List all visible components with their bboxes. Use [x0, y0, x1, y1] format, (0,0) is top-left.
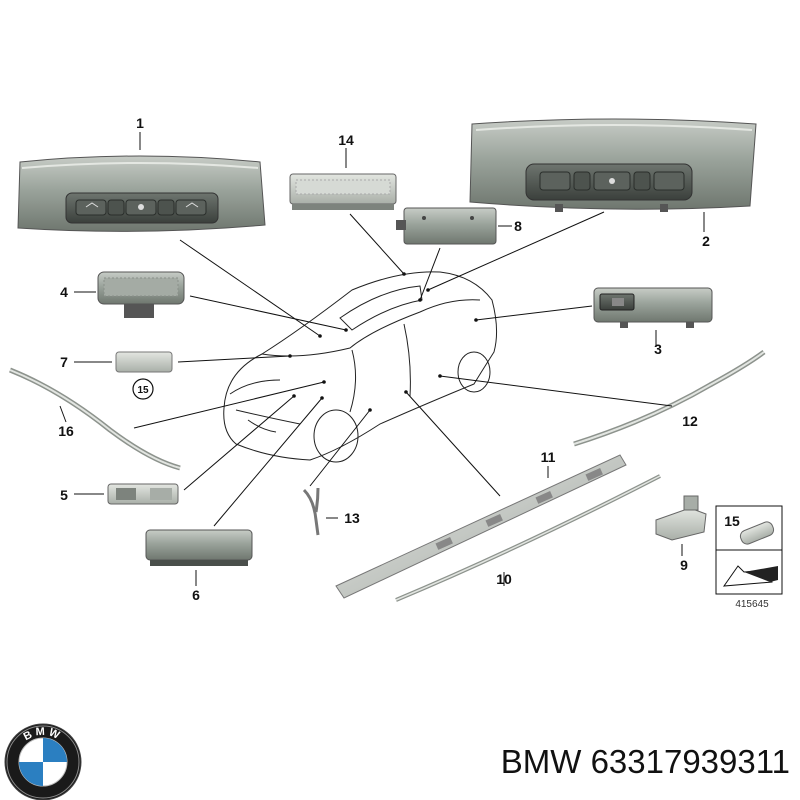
part-6-lamp [145, 529, 253, 566]
part-12-trim-strip [573, 349, 766, 447]
callout-13: 13 [344, 510, 360, 526]
leader-endpoints [288, 272, 478, 412]
part-16-trim-strip [9, 367, 181, 471]
part-5-connector [107, 483, 179, 505]
callout-10: 10 [496, 571, 512, 587]
callout-12: 12 [682, 413, 698, 429]
part-14-lamp-lens [289, 173, 397, 210]
car-outline [223, 271, 498, 463]
callout-4: 4 [60, 284, 68, 300]
part-9-connector [655, 495, 707, 541]
legend-box: 15 415645 [715, 505, 783, 610]
brand-part-number: BMW 63317939311 [410, 742, 790, 782]
callout-9: 9 [680, 557, 688, 573]
part-11-sill-strip [335, 454, 627, 599]
part-7-small-lamp [115, 351, 173, 400]
callout-16: 16 [58, 423, 74, 439]
bmw-logo: BMW [3, 722, 83, 800]
callout-5: 5 [60, 487, 68, 503]
callout-labels: 1 2 3 4 5 6 7 8 9 10 11 12 13 14 16 15 [58, 115, 710, 603]
callout-3: 3 [654, 341, 662, 357]
part-4-interior-lamp [97, 271, 185, 318]
circled-ref-15: 15 [137, 385, 149, 396]
callout-11: 11 [541, 449, 556, 465]
part-13-cable [302, 487, 320, 536]
legend-callout-15: 15 [724, 513, 740, 529]
part-1-front-roof-console [17, 155, 266, 232]
callout-2: 2 [702, 233, 710, 249]
part-number: 63317939311 [590, 743, 790, 780]
brand-name: BMW [500, 743, 582, 780]
leader-lines [59, 132, 705, 586]
bulb-icon [739, 521, 775, 545]
part-3-switch-module [593, 287, 713, 328]
callout-1: 1 [136, 115, 144, 131]
part-8-module [396, 207, 497, 245]
callout-7: 7 [60, 354, 68, 370]
part-2-rear-roof-console [469, 118, 757, 212]
callout-8: 8 [514, 218, 522, 234]
part-10-lower-strip [395, 474, 661, 602]
callout-14: 14 [338, 132, 354, 148]
reference-code: 415645 [735, 599, 769, 610]
svg-text:BMW: BMW [22, 726, 64, 743]
callout-6: 6 [192, 587, 200, 603]
